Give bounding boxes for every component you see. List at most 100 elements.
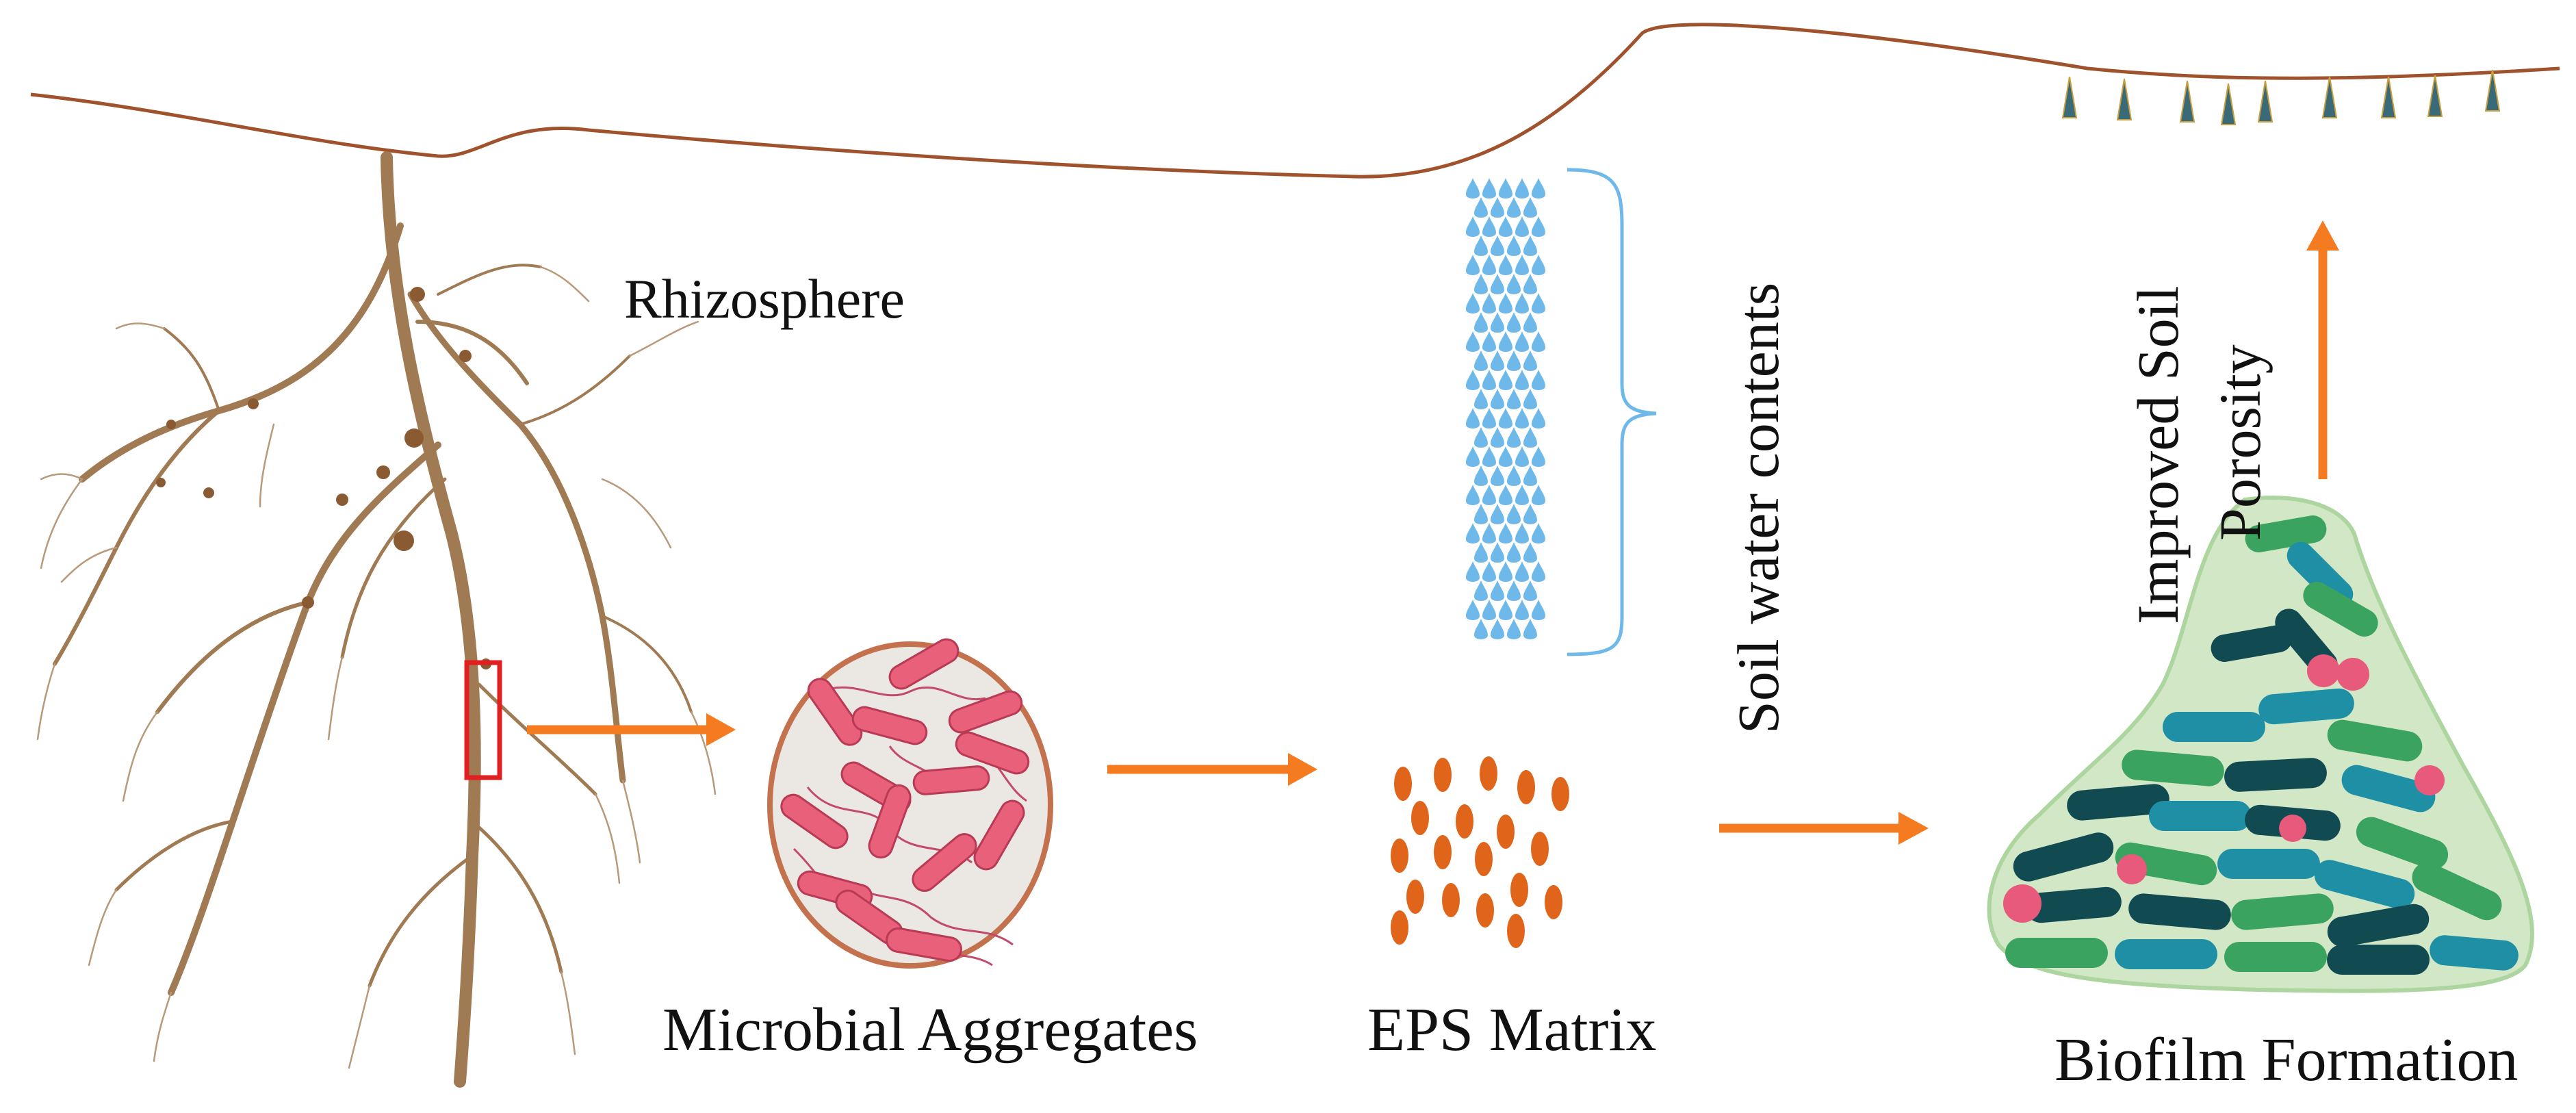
water-drop: [1466, 446, 1480, 467]
water-drop: [1532, 600, 1545, 620]
water-drop: [1499, 485, 1512, 505]
water-drop: [1474, 274, 1488, 294]
water-drop: [1474, 542, 1488, 563]
water-drop: [1523, 235, 1537, 256]
water-drop: [1491, 542, 1504, 563]
water-drop: [1466, 408, 1480, 428]
water-drop: [1523, 274, 1537, 294]
water-drop: [1482, 216, 1496, 237]
water-drop: [1482, 408, 1496, 428]
water-drop: [1507, 619, 1521, 639]
water-drop: [1515, 216, 1529, 237]
soil-water-drops: [1466, 178, 1545, 639]
arrow-biofilm-to-porosity: [2306, 220, 2339, 479]
water-drop: [1491, 274, 1504, 294]
water-drop: [1532, 446, 1545, 467]
water-drop: [1523, 427, 1537, 448]
water-drop: [1507, 504, 1521, 524]
process-arrows: [527, 220, 2339, 845]
water-drop: [1482, 293, 1496, 314]
label-porosity: Porosity: [2207, 344, 2273, 541]
plant-root-system: [53, 151, 693, 1088]
water-drop: [1466, 485, 1480, 505]
water-drop: [1507, 542, 1521, 563]
root-fine-hairs: [36, 266, 717, 1069]
water-drop: [1482, 178, 1496, 199]
water-drop: [1523, 197, 1537, 218]
water-drop: [1523, 350, 1537, 371]
water-drop: [1466, 370, 1480, 390]
water-drop: [1507, 235, 1521, 256]
water-drop: [1491, 197, 1504, 218]
water-drop: [1474, 389, 1488, 409]
water-drop: [1532, 523, 1545, 543]
water-drop: [1515, 255, 1529, 275]
water-drop: [1491, 235, 1504, 256]
water-drop: [1532, 561, 1545, 582]
water-drop: [1482, 331, 1496, 352]
microbial-aggregates-illustration: [767, 638, 1053, 969]
label-improved-soil: Improved Soil: [2125, 285, 2191, 624]
water-drop: [1507, 312, 1521, 333]
water-drop: [1466, 523, 1480, 543]
water-drop: [1499, 600, 1512, 620]
water-drop: [1491, 312, 1504, 333]
water-drop: [1499, 255, 1512, 275]
water-drop: [1523, 465, 1537, 486]
water-drop: [1482, 255, 1496, 275]
soil-surface-line: [30, 23, 2560, 179]
label-soil-water-contents: Soil water contents: [1725, 282, 1791, 734]
water-drop: [1466, 293, 1480, 314]
water-drop: [1532, 178, 1545, 199]
water-drop: [1499, 523, 1512, 543]
water-drop: [1474, 427, 1488, 448]
water-drop: [1466, 178, 1480, 199]
water-drop: [1523, 542, 1537, 563]
water-drop: [1515, 408, 1529, 428]
water-drop: [1499, 216, 1512, 237]
water-drop: [1491, 427, 1504, 448]
water-drop: [1499, 446, 1512, 467]
water-drop: [1474, 504, 1488, 524]
water-drop: [1532, 216, 1545, 237]
label-rhizosphere: Rhizosphere: [624, 268, 905, 330]
water-drop: [1482, 600, 1496, 620]
biofilm-illustration: [1987, 496, 2534, 993]
water-drop: [1515, 331, 1529, 352]
water-drop: [1491, 580, 1504, 601]
water-drop: [1523, 619, 1537, 639]
water-drop: [1532, 485, 1545, 505]
label-microbial-aggregates: Microbial Aggregates: [662, 996, 1198, 1064]
soil-water-brace: [1567, 168, 1657, 656]
water-drop: [1482, 370, 1496, 390]
water-drop: [1499, 293, 1512, 314]
water-drop: [1532, 331, 1545, 352]
water-drop: [1523, 312, 1537, 333]
water-drop: [1532, 408, 1545, 428]
water-drop: [1523, 580, 1537, 601]
label-biofilm-formation: Biofilm Formation: [2055, 1026, 2519, 1094]
water-drop: [1515, 370, 1529, 390]
water-drop: [1499, 331, 1512, 352]
water-drop: [1466, 255, 1480, 275]
water-drop: [1491, 619, 1504, 639]
water-drop: [1515, 485, 1529, 505]
water-drop: [1474, 580, 1488, 601]
water-drop: [1499, 561, 1512, 582]
water-drop: [1507, 350, 1521, 371]
water-drop: [1532, 255, 1545, 275]
water-drop: [1515, 446, 1529, 467]
eps-matrix-dots: [1391, 756, 1569, 948]
water-drop: [1499, 370, 1512, 390]
arrow-root-to-aggregates: [527, 713, 736, 746]
water-drop: [1515, 523, 1529, 543]
root-zoom-highlight-box: [464, 660, 502, 780]
water-drop: [1466, 331, 1480, 352]
water-drop: [1474, 465, 1488, 486]
water-drop: [1523, 504, 1537, 524]
water-drop: [1482, 485, 1496, 505]
water-drop: [1482, 446, 1496, 467]
water-drop: [1523, 389, 1537, 409]
